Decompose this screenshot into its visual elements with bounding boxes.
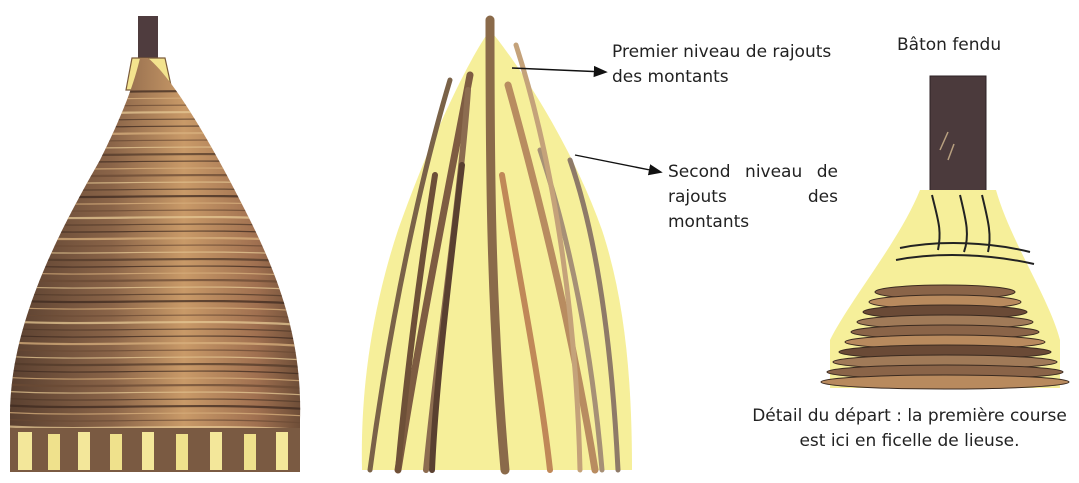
detail-coil — [821, 375, 1069, 389]
arrow-second-level — [575, 155, 660, 172]
split-stick — [930, 76, 986, 194]
arrow-first-level — [512, 68, 605, 72]
label-split-stick: Bâton fendu — [897, 33, 1001, 58]
start-detail-illustration — [820, 70, 1070, 400]
detail-caption: Détail du départ : la première course es… — [742, 404, 1077, 454]
label-second-level: Second niveau de rajouts des montants — [668, 160, 838, 235]
label-first-level: Premier niveau de rajouts des montants — [612, 40, 832, 90]
